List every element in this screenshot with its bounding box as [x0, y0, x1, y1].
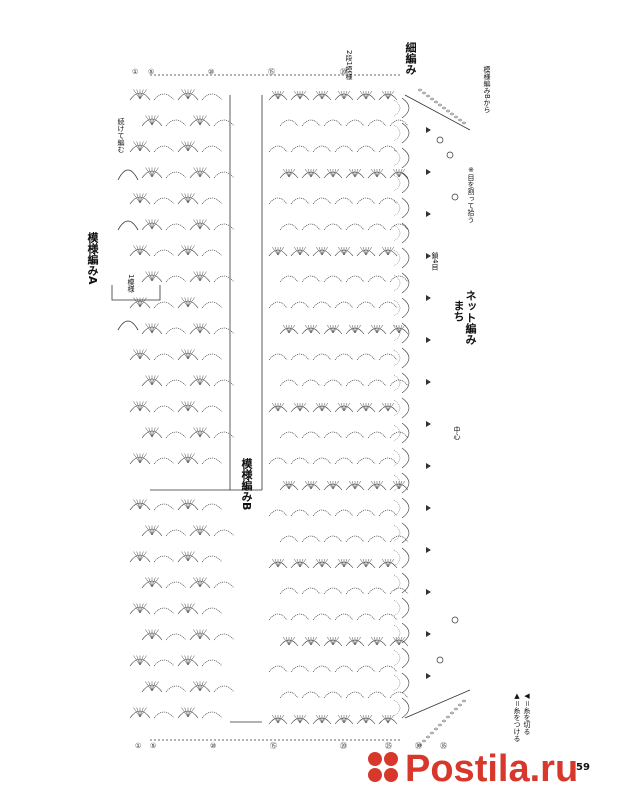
pattern-a-block [129, 89, 235, 465]
gusset-title: まち [452, 300, 465, 322]
pattern-b-block [268, 90, 409, 725]
svg-text:⑩: ⑩ [210, 742, 216, 750]
border-lines [111, 74, 471, 741]
net-stitch-block [393, 88, 466, 747]
center-mark-label: 中心 [453, 426, 461, 440]
border-title: 細編み [404, 42, 417, 75]
border-rows-label: 2段1模様 [345, 50, 353, 80]
svg-text:⑮: ⑮ [268, 68, 275, 76]
legend-cut: ◀＝糸を切る [523, 692, 531, 735]
watermark-text: Postila.ru [405, 748, 579, 790]
from-pattern-b-label: 模様編みBから [483, 66, 491, 113]
row-markers-left: ① ⑤ ⑩ ⑮ ⑳ ㉕ ㉚ ㉟ [135, 742, 447, 750]
one-repeat-label: 1模様 [127, 274, 135, 293]
pattern-a-lower-block [129, 499, 235, 719]
svg-text:⑤: ⑤ [150, 742, 156, 750]
watermark-icon [366, 750, 400, 784]
row-markers-top: ① ⑤ ⑩ ⑮ ⑳ [132, 68, 347, 76]
stitch-split-note: ※目を割って拾う [467, 166, 475, 223]
svg-text:⑤: ⑤ [148, 68, 154, 76]
svg-text:㉚: ㉚ [415, 742, 422, 750]
svg-text:⑩: ⑩ [208, 68, 214, 76]
continue-note: 続けて編む [117, 118, 125, 153]
svg-text:㉕: ㉕ [385, 742, 392, 750]
svg-text:①: ① [132, 68, 138, 76]
svg-text:㉟: ㉟ [440, 742, 447, 750]
legend-attach: ▲＝糸をつける [513, 692, 521, 742]
svg-text:⑳: ⑳ [340, 742, 347, 750]
page-number: 59 [576, 762, 590, 773]
chain-note: 鎖4目 [431, 252, 439, 271]
pattern-b-title: 模様編みB [240, 458, 253, 511]
watermark-logo [368, 752, 398, 782]
net-stitch-title: ネット編み [464, 290, 477, 345]
svg-text:①: ① [135, 742, 141, 750]
pattern-a-title: 模様編みA [86, 232, 99, 285]
svg-text:⑳: ⑳ [340, 68, 347, 76]
svg-text:⑮: ⑮ [270, 742, 277, 750]
